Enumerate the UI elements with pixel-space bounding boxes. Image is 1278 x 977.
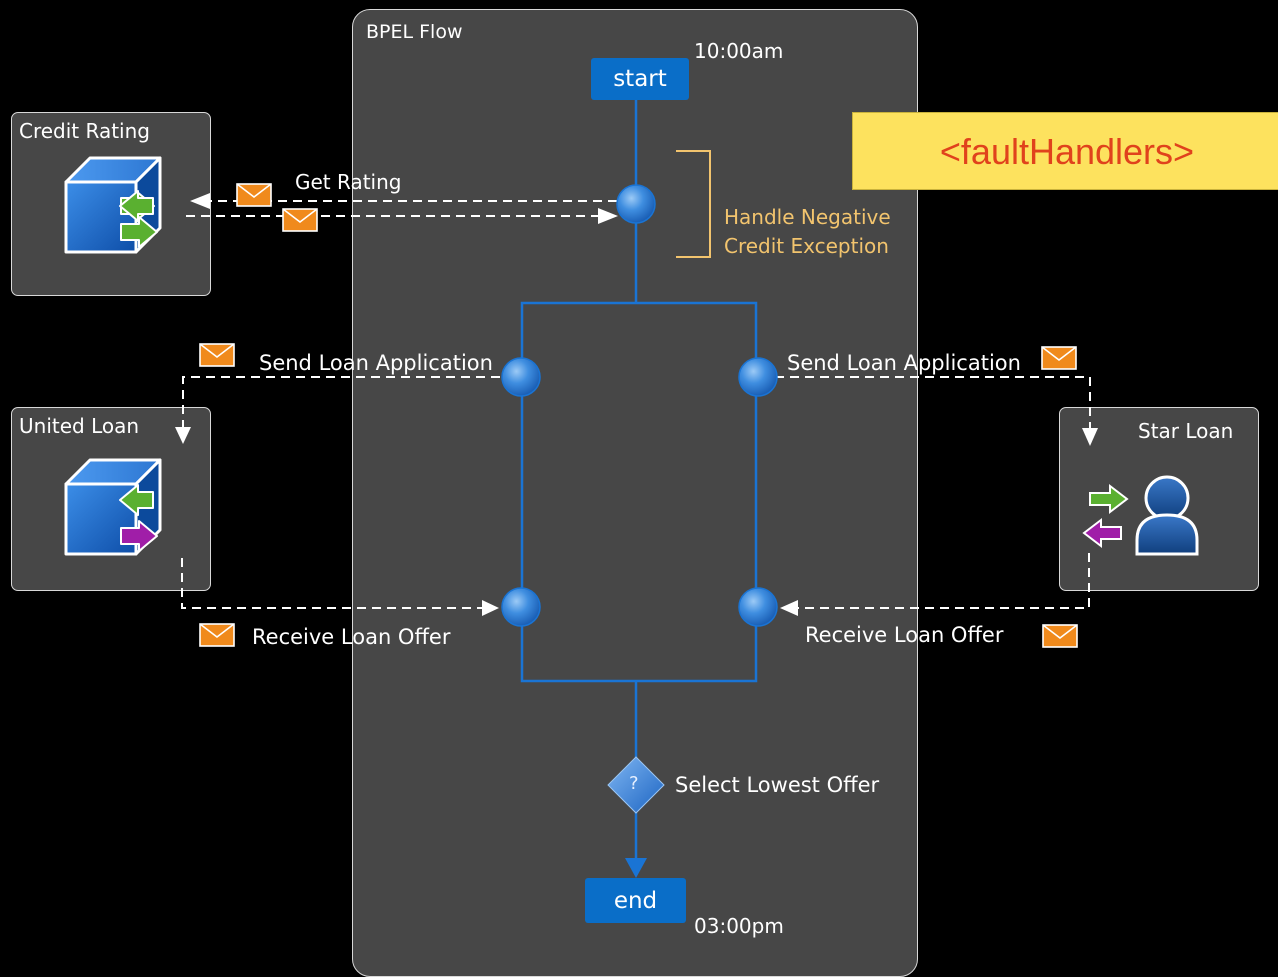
send-loan-label-left: Send Loan Application	[259, 351, 493, 375]
star-loan-title: Star Loan	[1138, 419, 1234, 443]
envelope-icons	[199, 183, 1078, 648]
get-rating-label: Get Rating	[295, 170, 402, 194]
decision-diamond	[607, 756, 665, 814]
fault-handlers-callout[interactable]: <faultHandlers>	[852, 112, 1278, 190]
united-loan-title: United Loan	[19, 414, 140, 438]
end-time: 03:00pm	[694, 914, 784, 938]
united-loan-service-icon	[64, 458, 162, 556]
start-time: 10:00am	[694, 39, 784, 63]
decision-label: Select Lowest Offer	[675, 773, 880, 797]
flow-arrowhead	[625, 858, 647, 878]
fault-bracket	[676, 150, 711, 258]
credit-rating-box[interactable]	[11, 112, 211, 296]
credit-rating-title: Credit Rating	[19, 119, 150, 143]
bpel-flow-title: BPEL Flow	[366, 21, 463, 43]
message-arrowheads	[175, 193, 1098, 616]
fault-annotation-line2: Credit Exception	[724, 234, 889, 258]
send-loan-label-right: Send Loan Application	[787, 351, 1021, 375]
receive-offer-label-right: Receive Loan Offer	[805, 623, 1004, 647]
fault-annotation: Handle Negative Credit Exception	[724, 203, 891, 261]
activity-nodes	[501, 184, 778, 627]
credit-rating-service-icon	[64, 156, 162, 254]
end-node[interactable]: end	[585, 878, 686, 923]
fault-annotation-line1: Handle Negative	[724, 205, 891, 229]
star-loan-user-icon	[1082, 475, 1199, 556]
receive-offer-label-left: Receive Loan Offer	[252, 625, 451, 649]
decision-symbol: ?	[629, 773, 639, 794]
start-node[interactable]: start	[591, 58, 689, 100]
message-links	[181, 200, 1091, 609]
